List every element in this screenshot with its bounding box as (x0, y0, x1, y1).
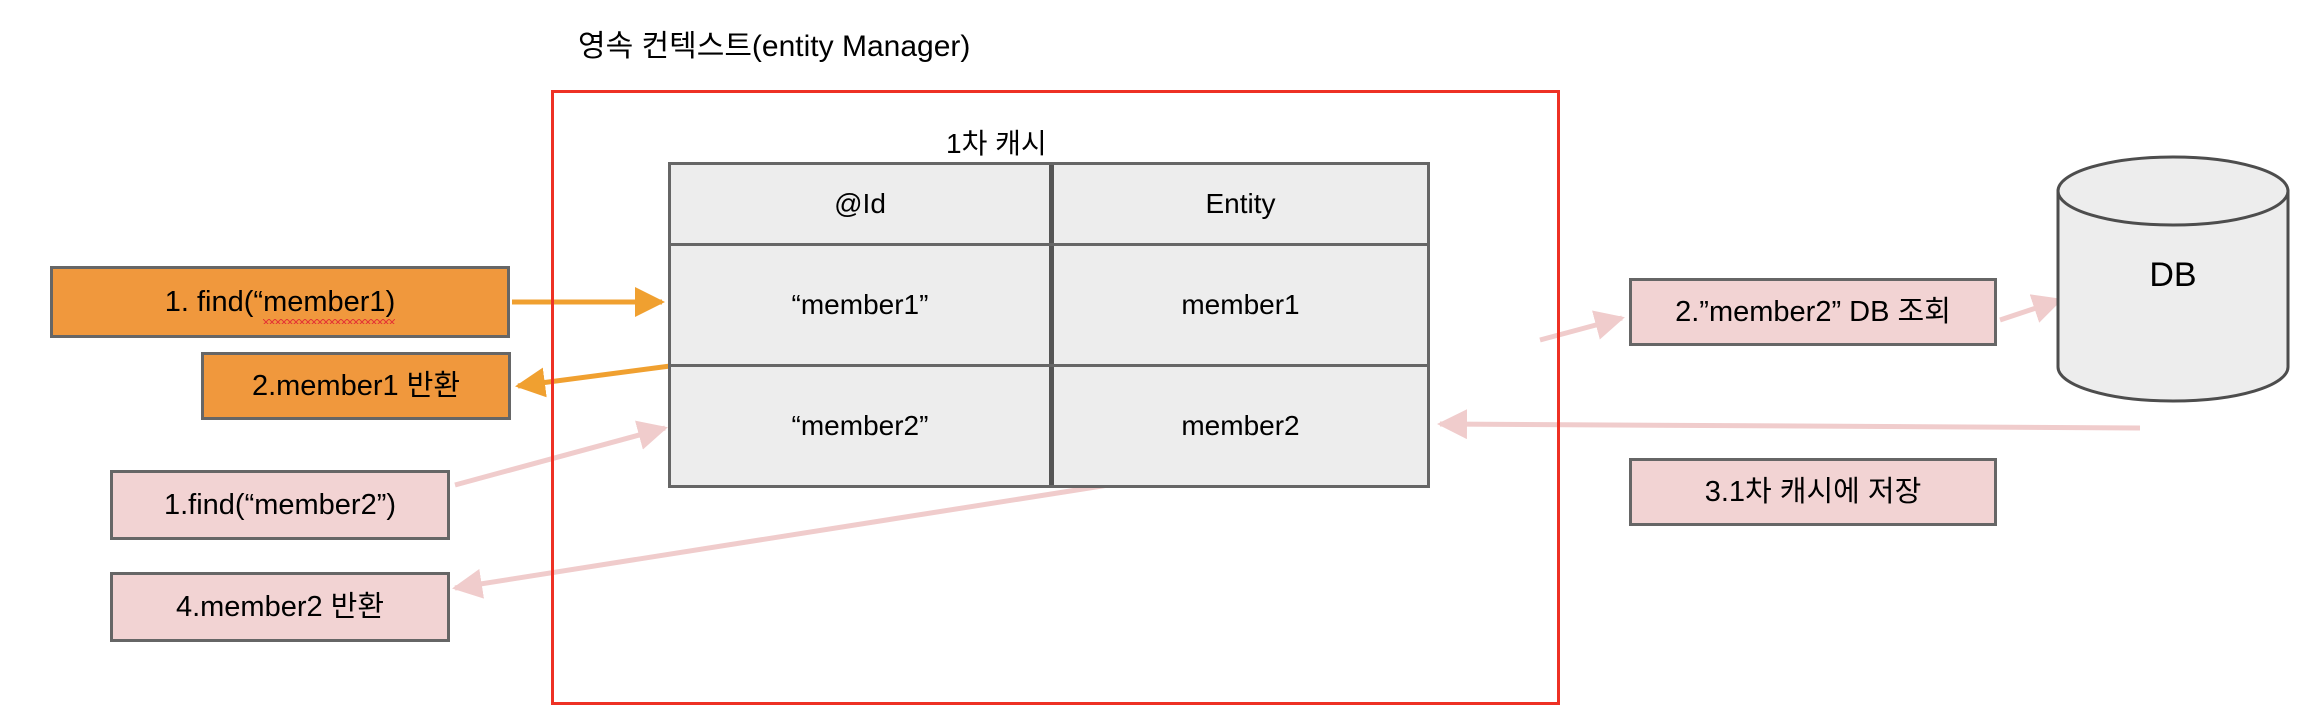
table-cell-entity-member2: member2 (1049, 367, 1427, 485)
persistence-context-title: 영속 컨텍스트(entity Manager) (578, 30, 971, 63)
table-cell-entity-member1: member1 (1049, 246, 1427, 364)
database-label: DB (2149, 256, 2197, 294)
callout-find-member2: 1.find(“member2”) (110, 470, 450, 540)
database-cylinder-icon (2056, 155, 2290, 403)
callout-return-member1: 2.member1 반환 (201, 352, 511, 420)
persistence-context-boundary (551, 90, 1560, 705)
callout-db-query: 2.”member2” DB 조회 (1629, 278, 1997, 346)
table-header-id: @Id (834, 188, 886, 219)
table-cell-id-member1: “member1” (791, 289, 929, 320)
table-header-row: @Id Entity (671, 165, 1427, 243)
callout-find-member1-prefix: 1. find(“ (164, 286, 264, 318)
callout-return-member2: 4.member2 반환 (110, 572, 450, 642)
table-row: “member2” member2 (671, 364, 1427, 485)
callout-store-first-level-cache: 3.1차 캐시에 저장 (1629, 458, 1997, 526)
table-cell-id-member2: “member2” (791, 410, 929, 441)
callout-find-member1-misspelled: member1) (263, 286, 396, 324)
first-level-cache-table: @Id Entity “member1” member1 “member2” m… (668, 162, 1430, 488)
first-level-cache-title: 1차 캐시 (946, 128, 1047, 159)
callout-find-member1: 1. find(“member1) (50, 266, 510, 338)
table-header-entity: Entity (1049, 165, 1427, 243)
arrow-db-query-out (1999, 294, 2063, 323)
table-row: “member1” member1 (671, 243, 1427, 364)
